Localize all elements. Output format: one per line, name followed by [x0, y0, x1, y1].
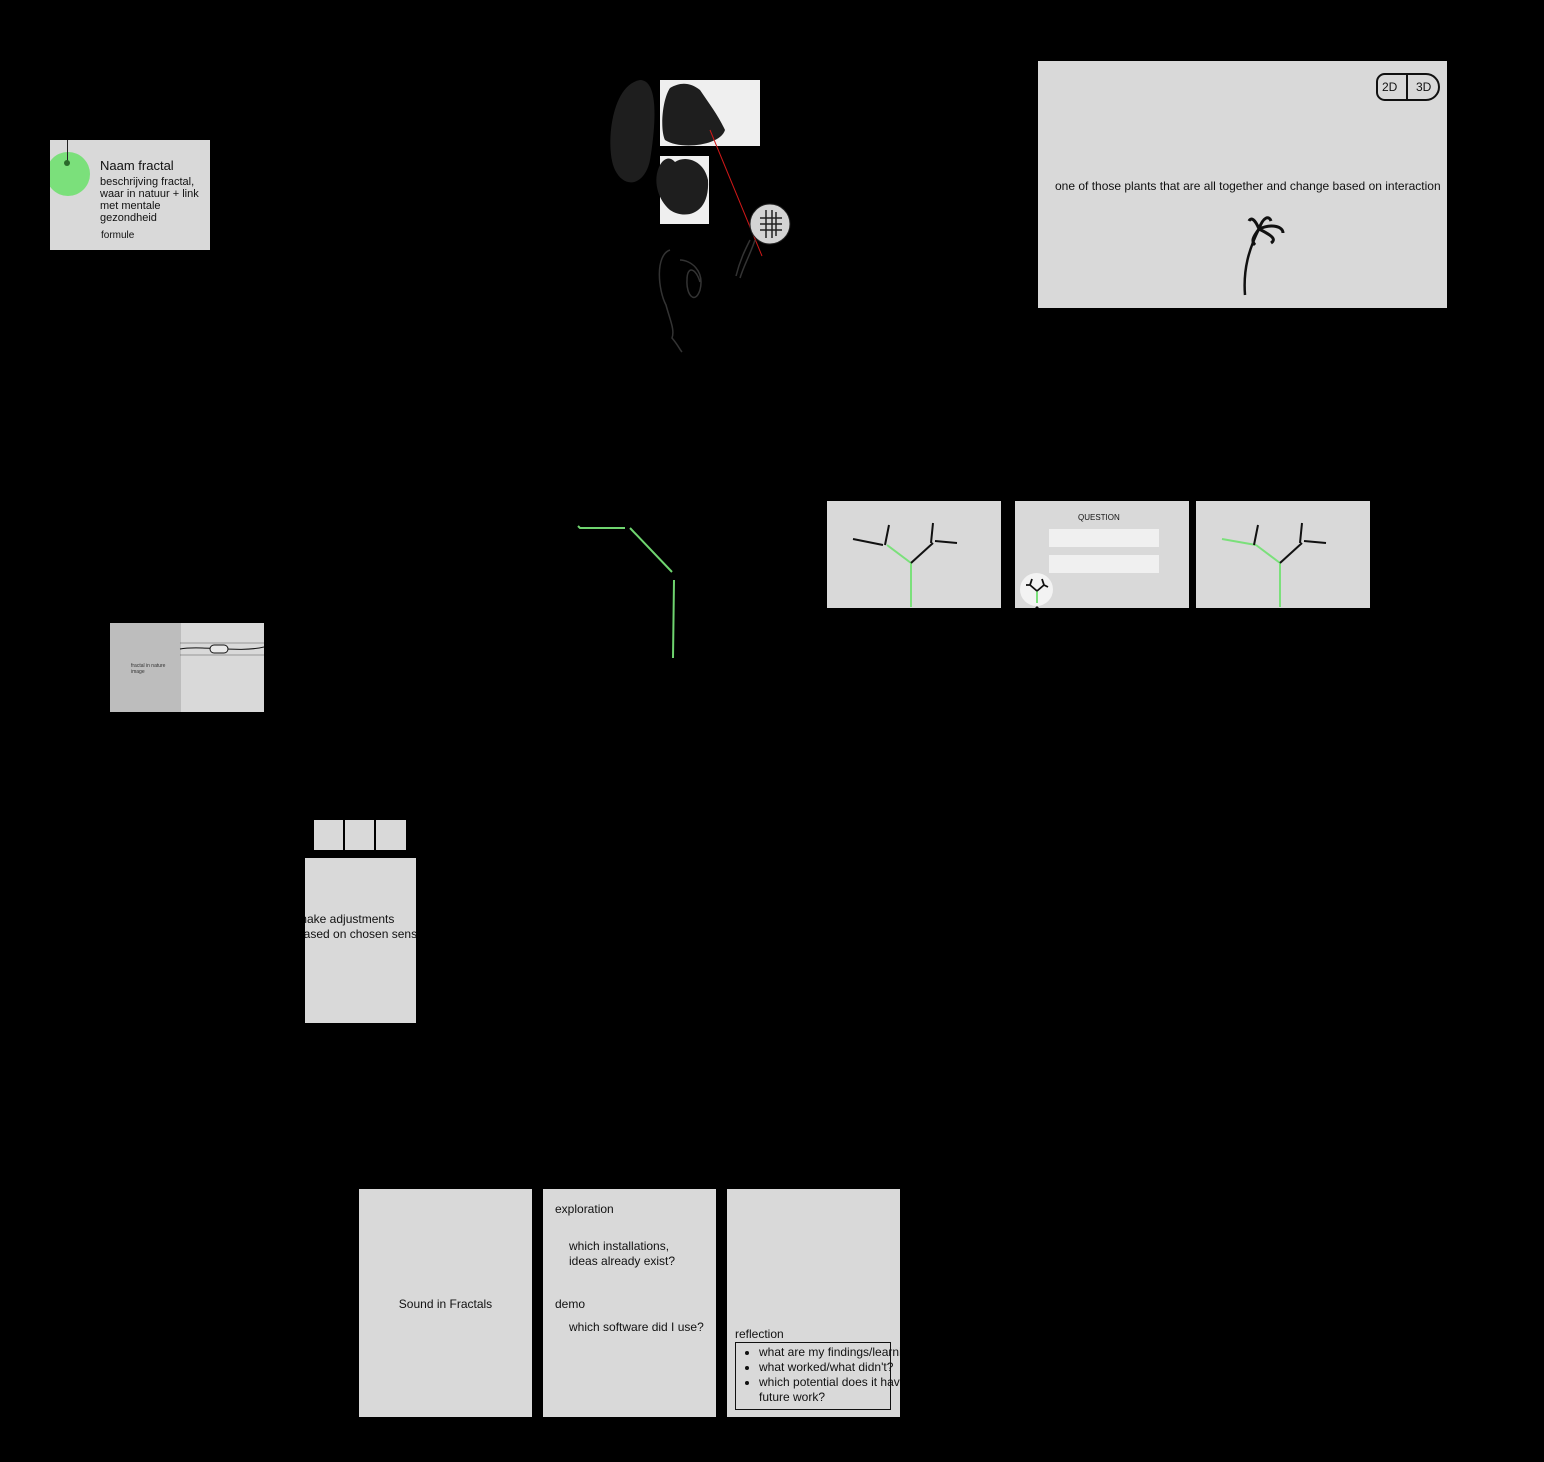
plant-frame-text: one of those plants that are all togethe… — [1055, 179, 1441, 193]
sketch-red-line — [709, 129, 763, 257]
demo-question: which software did I use? — [569, 1320, 704, 1334]
card-description-line: gezondheid — [100, 212, 157, 224]
exploration-question-line: ideas already exist? — [569, 1254, 676, 1268]
card-description-line: met mentale — [100, 200, 161, 212]
sketch-blob-bottom — [656, 158, 709, 215]
sensor-tile-2[interactable] — [345, 820, 374, 850]
palm-plant-icon — [1243, 216, 1285, 296]
card-title: Naam fractal — [100, 158, 174, 173]
fractal-tree-icon — [1221, 522, 1327, 607]
green-branch-line — [577, 525, 675, 659]
exploration-heading: exploration — [555, 1202, 614, 1216]
toggle-2d[interactable]: 2D — [1382, 80, 1398, 94]
answer-field-2[interactable] — [1049, 555, 1159, 573]
card-description-line: beschrijving fractal, — [100, 176, 195, 188]
demo-heading: demo — [555, 1297, 586, 1311]
dot-stem — [67, 140, 68, 162]
reflection-bullet: what worked/what didn't? — [759, 1360, 900, 1375]
toggle-divider — [1406, 75, 1408, 99]
exploration-question-line: which installations, — [569, 1239, 670, 1253]
sketch-loop — [658, 249, 702, 353]
nature-image-frame[interactable]: fractal in nature image — [110, 623, 264, 712]
exploration-frame[interactable]: exploration which installations, ideas a… — [543, 1189, 716, 1417]
slider-sketch[interactable] — [179, 641, 264, 661]
sound-title: Sound in Fractals — [398, 1297, 493, 1311]
reflection-bullet: which potential does it have for — [759, 1375, 900, 1390]
image-caption-line: fractal in nature — [131, 663, 166, 669]
reflection-bullet: what are my findings/learnings? — [759, 1345, 900, 1360]
image-caption-line: image — [131, 669, 145, 675]
reflection-box — [735, 1342, 891, 1410]
reflection-bullet-continuation: future work? — [759, 1390, 826, 1404]
card-formula: formule — [101, 230, 135, 241]
reflection-frame[interactable]: reflection what are my findings/learning… — [727, 1189, 900, 1417]
sensor-tile-3[interactable] — [376, 820, 406, 850]
answer-field-1[interactable] — [1049, 529, 1159, 547]
question-frame[interactable]: QUESTION — [1015, 501, 1189, 608]
toggle-3d[interactable]: 3D — [1416, 80, 1432, 94]
sensor-tile-1[interactable] — [314, 820, 343, 850]
dimension-toggle[interactable]: 2D 3D — [1376, 73, 1440, 101]
tree-frame-3[interactable] — [1196, 501, 1370, 608]
dot-center — [64, 160, 70, 166]
image-placeholder — [110, 623, 181, 712]
sound-frame[interactable]: Sound in Fractals — [359, 1189, 532, 1417]
sketch-hand-stroke — [735, 239, 756, 279]
sketch-hash — [760, 210, 782, 238]
sketch-blob-left — [610, 80, 655, 183]
reflection-heading: reflection — [735, 1327, 784, 1341]
fractal-info-card[interactable]: Naam fractal beschrijving fractal, waar … — [50, 140, 210, 250]
sensor-text-line: make adjustments — [305, 912, 395, 926]
sketch-cluster — [610, 80, 791, 353]
tree-frame-1[interactable] — [827, 501, 1001, 608]
sensor-text-line: based on chosen sensor — [305, 927, 416, 941]
fractal-dot — [50, 152, 90, 196]
sketch-blob-top — [662, 83, 725, 146]
sensor-frame[interactable]: make adjustments based on chosen sensor — [305, 858, 416, 1023]
card-description-line: waar in natuur + link — [100, 188, 199, 200]
mini-tree-icon — [1026, 578, 1049, 608]
reflection-list: what are my findings/learnings? what wor… — [737, 1345, 900, 1405]
fractal-tree-icon — [852, 522, 958, 607]
plant-frame[interactable]: 2D 3D one of those plants that are all t… — [1038, 61, 1447, 308]
question-label: QUESTION — [1078, 513, 1120, 522]
